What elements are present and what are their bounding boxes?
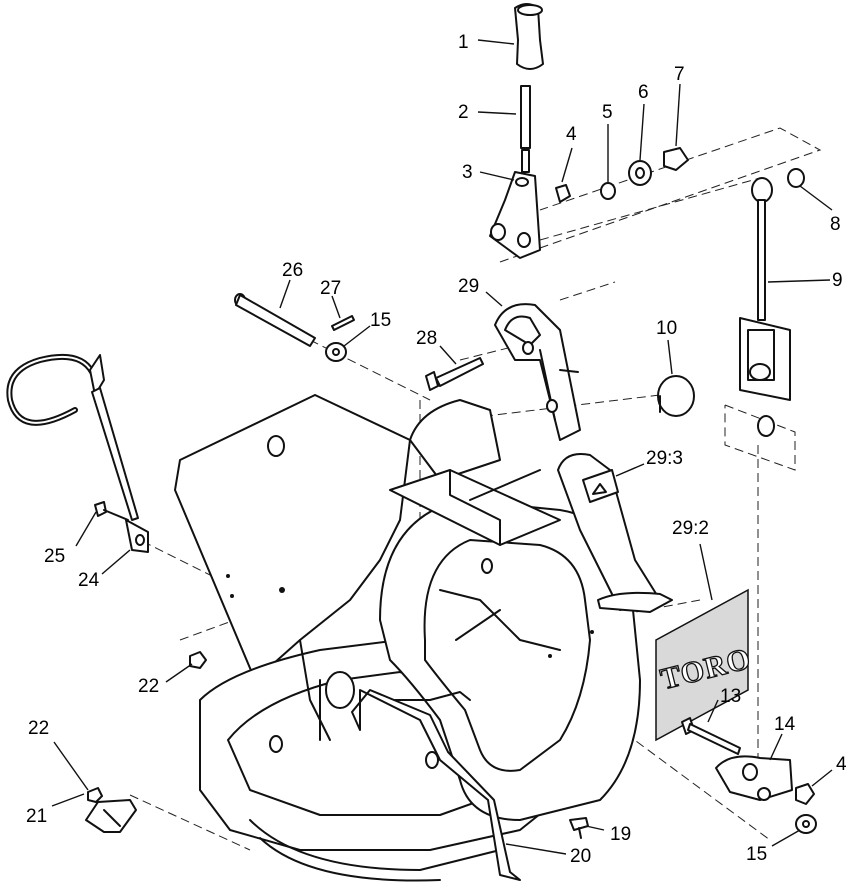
frame-front-loop xyxy=(379,499,641,821)
toro-decal: TORO xyxy=(655,588,755,742)
bracket-21 xyxy=(85,799,137,833)
callout-22-lower: 22 xyxy=(28,718,49,739)
callout-9: 9 xyxy=(832,270,843,291)
shift-bracket xyxy=(494,303,581,441)
callout-15-lower: 15 xyxy=(746,844,767,865)
frame-upper-tube xyxy=(389,399,561,546)
callout-6: 6 xyxy=(638,82,649,103)
callout-28: 28 xyxy=(416,328,437,349)
callout-5: 5 xyxy=(602,102,613,123)
lower-right-hardware xyxy=(681,717,817,834)
bolt-28 xyxy=(425,357,484,391)
callout-14: 14 xyxy=(774,714,796,735)
callout-19: 19 xyxy=(610,824,631,845)
callout-24: 24 xyxy=(78,570,100,591)
callout-13: 13 xyxy=(720,686,741,707)
callout-22: 22 xyxy=(138,676,159,697)
shift-knob-assembly xyxy=(514,3,544,173)
callout-27: 27 xyxy=(320,278,341,299)
callout-8: 8 xyxy=(830,214,841,235)
callout-labels: 1 2 3 4 5 6 7 8 9 10 29 29:3 29:2 13 14 … xyxy=(26,32,847,867)
callout-2: 2 xyxy=(458,102,469,123)
rod-20 xyxy=(351,689,521,881)
ball-knob xyxy=(657,375,695,417)
callout-29-3: 29:3 xyxy=(646,448,683,469)
callout-4: 4 xyxy=(566,124,577,145)
hand-lever xyxy=(6,354,149,553)
nut-22 xyxy=(87,651,207,803)
screw-19 xyxy=(569,817,589,839)
shift-arm-assembly xyxy=(489,147,689,259)
callout-29: 29 xyxy=(458,276,479,297)
callout-7: 7 xyxy=(674,64,685,85)
callout-15: 15 xyxy=(370,310,391,331)
pin-assembly xyxy=(234,293,355,362)
callout-20: 20 xyxy=(570,846,591,867)
callout-1: 1 xyxy=(458,32,469,53)
shift-tower xyxy=(557,453,673,613)
frame-left-plate xyxy=(174,394,411,681)
callout-21: 21 xyxy=(26,806,47,827)
callout-4-lower: 4 xyxy=(836,754,847,775)
callout-26: 26 xyxy=(282,260,303,281)
callout-3: 3 xyxy=(462,162,473,183)
callout-25: 25 xyxy=(44,546,65,567)
callout-29-2: 29:2 xyxy=(672,518,709,539)
callout-10: 10 xyxy=(656,318,677,339)
leader-lines xyxy=(51,39,833,855)
linkage-rod-assembly xyxy=(739,168,805,437)
